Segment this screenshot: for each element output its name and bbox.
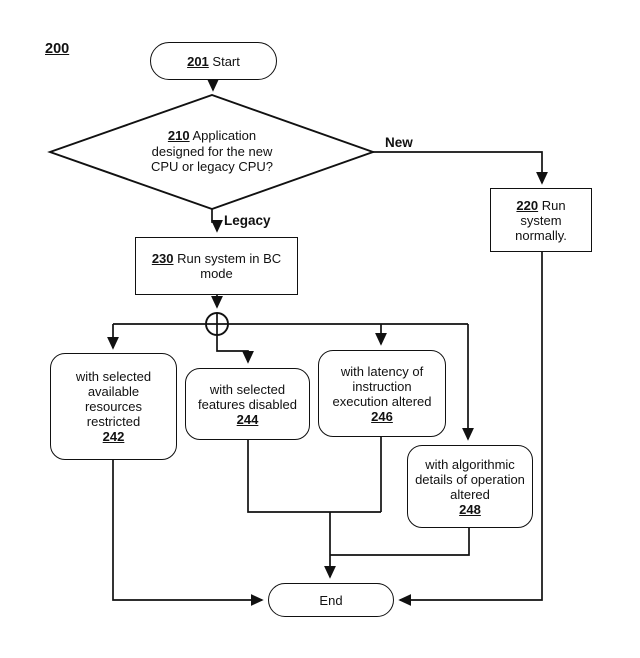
start-node-label: 201 Start <box>187 53 240 69</box>
run-normally-number: 220 <box>516 197 539 213</box>
run-normally-label: 220 Run system normally. <box>515 197 567 243</box>
run-normally-node: 220 Run system normally. <box>490 188 592 252</box>
end-node: End <box>268 583 394 617</box>
branch-label-legacy: Legacy <box>224 213 271 228</box>
algorithmic-altered-node: with algorithmic details of operation al… <box>407 445 533 528</box>
run-bc-mode-node: 230 Run system in BC mode <box>135 237 298 295</box>
edge-220-end <box>398 252 543 606</box>
features-disabled-number: 244 <box>236 411 259 427</box>
start-node: 201 Start <box>150 42 277 80</box>
edge-decision-run-bc <box>211 209 223 233</box>
end-node-label: End <box>319 592 343 608</box>
start-node-number: 201 <box>187 53 209 69</box>
features-disabled-text: with selected features disabled <box>197 381 297 412</box>
features-disabled-node: with selected features disabled 244 <box>185 368 310 440</box>
run-bc-mode-number: 230 <box>151 251 174 266</box>
resources-restricted-text: with selected available resources restri… <box>75 369 152 429</box>
edge-248-merge <box>330 528 470 556</box>
junction-cross <box>206 313 228 335</box>
edge-decision-run-normally <box>373 151 548 185</box>
edge-244-merge <box>247 440 381 513</box>
algorithmic-altered-text: with algorithmic details of operation al… <box>415 456 525 502</box>
resources-restricted-node: with selected available resources restri… <box>50 353 177 460</box>
run-bc-mode-label: 230 Run system in BC mode <box>151 251 282 281</box>
latency-altered-node: with latency of instruction execution al… <box>318 350 446 437</box>
edge-bus-244 <box>216 335 254 364</box>
figure-label: 200 <box>45 41 70 57</box>
decision-node-number: 210 <box>167 128 190 143</box>
decision-node-label: 210 Application designed for the new CPU… <box>150 128 274 174</box>
latency-altered-number: 246 <box>371 408 393 424</box>
edge-242-end <box>112 460 264 606</box>
latency-altered-text: with latency of instruction execution al… <box>332 363 432 409</box>
resources-restricted-number: 242 <box>102 429 125 444</box>
branch-label-new: New <box>385 135 413 150</box>
algorithmic-altered-number: 248 <box>459 501 481 517</box>
